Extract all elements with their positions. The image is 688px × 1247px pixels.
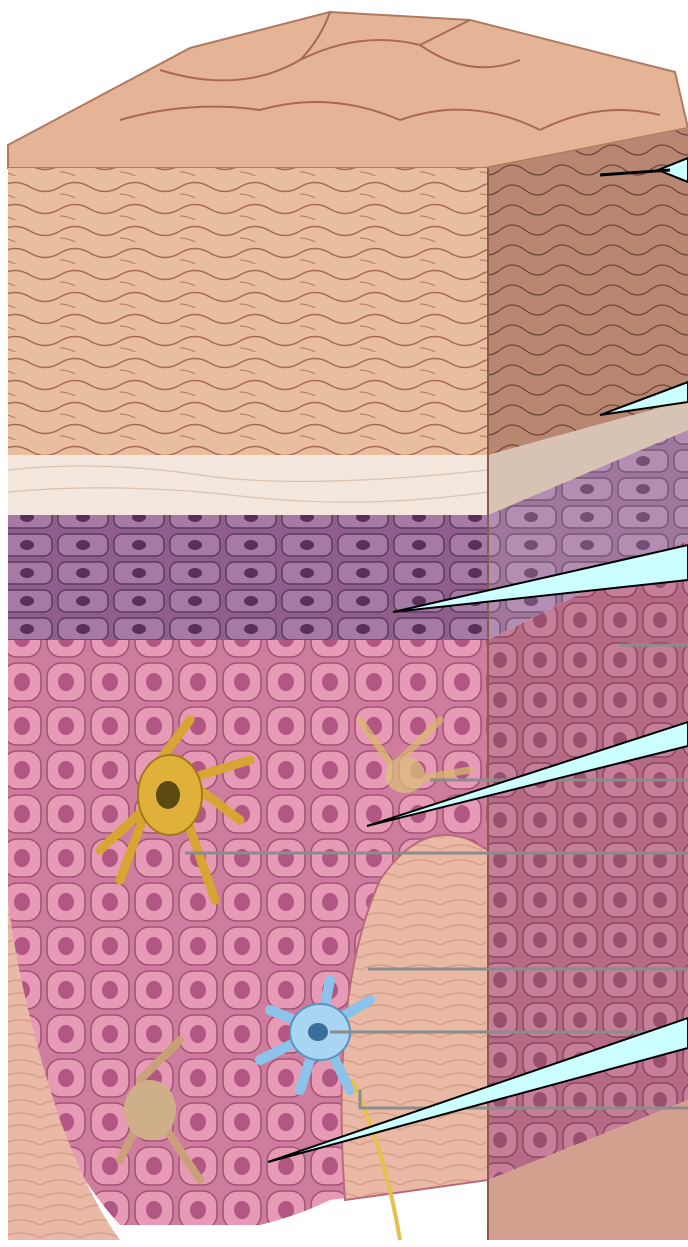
stratum-corneum xyxy=(8,168,488,458)
stratum-lucidum xyxy=(8,455,488,517)
stratum-granulosum xyxy=(8,515,488,640)
skin-surface xyxy=(8,12,688,168)
